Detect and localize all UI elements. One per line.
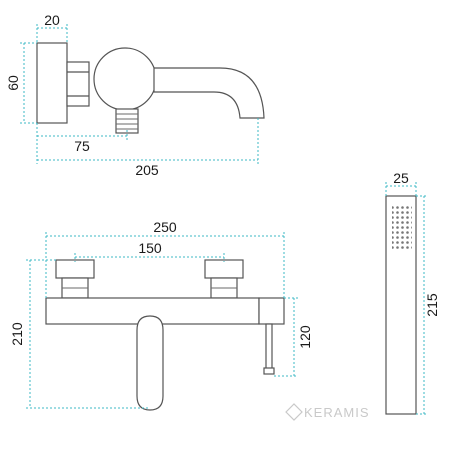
dim-handshower-length: 215: [424, 293, 440, 317]
front-right-connector-cap: [204, 259, 244, 279]
watermark-diamond-icon: [285, 403, 303, 421]
front-diverter-cap: [258, 297, 285, 325]
side-spout: [153, 67, 265, 119]
side-threaded-outlet: [115, 108, 139, 134]
watermark-text: KERAMIS: [304, 405, 370, 420]
dim-side-height: 60: [5, 75, 21, 91]
front-spout: [136, 315, 164, 411]
dim-handshower-width: 25: [393, 170, 409, 186]
side-view: 20 60 75 205: [5, 12, 265, 178]
dim-front-outlet-height: 120: [297, 325, 313, 349]
dim-front-total-height: 210: [9, 322, 25, 346]
side-connector: [66, 61, 90, 107]
dim-front-inlet-spacing: 150: [138, 240, 162, 256]
dim-side-spout-axis: 75: [74, 138, 90, 154]
handshower-nozzle-grid: [392, 206, 412, 251]
front-left-connector-cap: [55, 259, 95, 279]
dim-front-total-width: 250: [153, 219, 177, 235]
side-wall-plate: [36, 42, 68, 124]
front-diverter-rod: [265, 323, 273, 371]
dim-side-depth: 20: [44, 12, 60, 28]
handshower-view: 25 215: [385, 170, 440, 415]
dim-side-total-length: 205: [135, 162, 159, 178]
side-valve-body: [93, 47, 157, 111]
front-view: 250 150 210 120: [9, 219, 313, 411]
watermark-logo: KERAMIS: [285, 403, 370, 421]
